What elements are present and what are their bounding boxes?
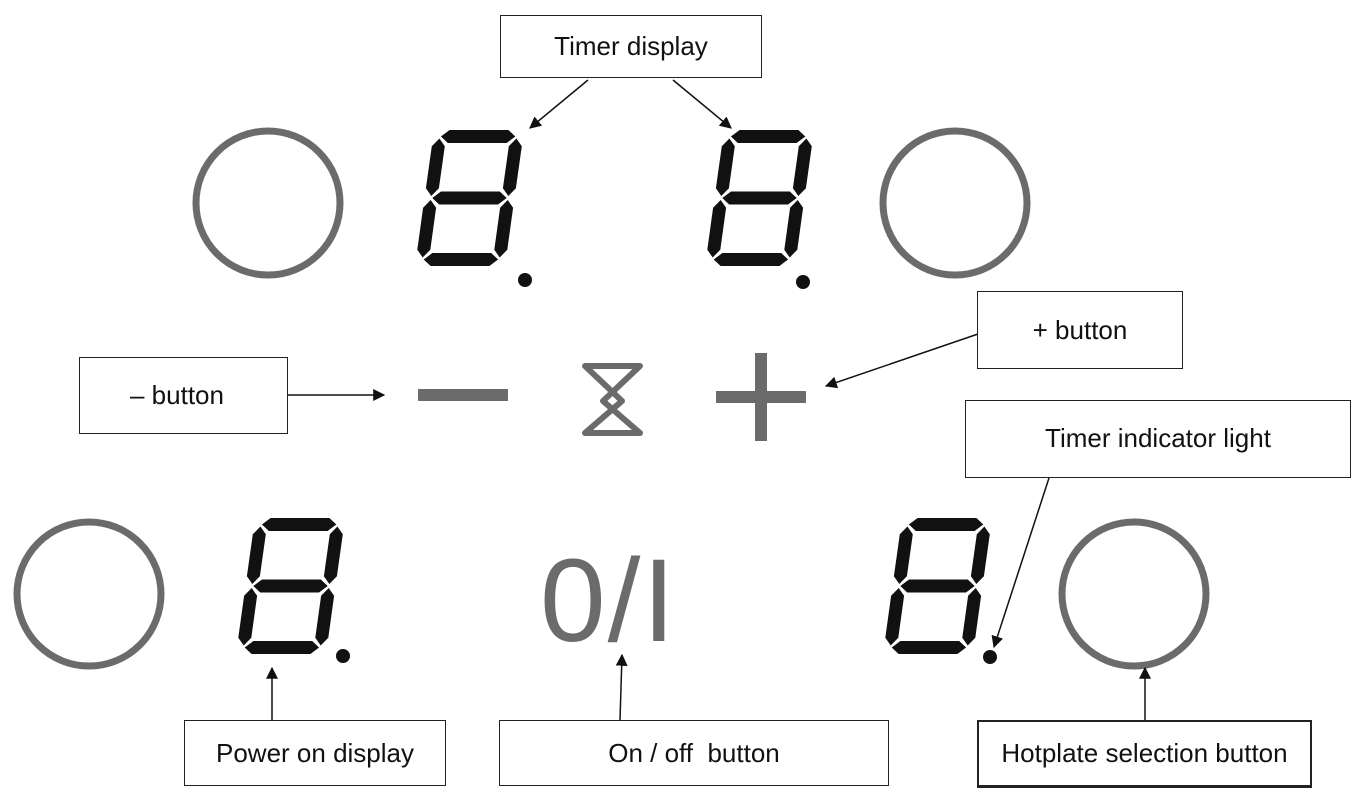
segment-g xyxy=(722,191,797,205)
segment-e xyxy=(885,588,905,646)
arrow-on-off-button xyxy=(615,653,628,721)
segment-b xyxy=(792,138,812,196)
segment-e xyxy=(707,200,727,258)
segment-d xyxy=(891,641,967,654)
segment-e xyxy=(238,588,258,646)
segment-b xyxy=(502,138,522,196)
minus-button[interactable] xyxy=(418,389,508,401)
timer-display-digit-left xyxy=(417,130,522,266)
arrow-timer-indicator-light xyxy=(991,477,1050,649)
segment-e xyxy=(417,200,437,258)
decimal-point-dot xyxy=(796,275,810,289)
segment-a xyxy=(261,518,337,531)
segment-g xyxy=(253,579,328,593)
callout-power-on-display: Power on display xyxy=(184,720,446,786)
segment-c xyxy=(962,588,982,646)
segment-d xyxy=(423,253,499,266)
power-on-display-digit-right xyxy=(885,518,990,654)
segment-g xyxy=(432,191,507,205)
timer-display-digit-right xyxy=(707,130,812,266)
segment-d xyxy=(244,641,320,654)
timer-indicator-light-dot xyxy=(983,650,997,664)
hotplate-selection-button-rear-right[interactable] xyxy=(879,127,1031,279)
decimal-point-dot xyxy=(336,649,350,663)
callout-on-off-button: On / off button xyxy=(499,720,889,786)
segment-b xyxy=(323,526,343,584)
arrow-timer-display-left xyxy=(529,79,589,129)
hotplate-selection-button-rear-left[interactable] xyxy=(192,127,344,279)
segment-f xyxy=(715,138,735,196)
callout-timer-display: Timer display xyxy=(500,15,762,78)
segment-f xyxy=(425,138,445,196)
segment-g xyxy=(900,579,975,593)
hotplate-selection-button-front-right[interactable] xyxy=(1058,518,1210,670)
segment-a xyxy=(908,518,984,531)
decimal-point-dot xyxy=(518,273,532,287)
segment-c xyxy=(494,200,514,258)
callout-plus-button: + button xyxy=(977,291,1183,369)
callout-hotplate-selection-button: Hotplate selection button xyxy=(977,720,1312,788)
segment-f xyxy=(246,526,266,584)
hotplate-selection-button-front-left[interactable] xyxy=(13,518,165,670)
segment-c xyxy=(315,588,335,646)
callout-timer-indicator-light: Timer indicator light xyxy=(965,400,1351,478)
segment-a xyxy=(730,130,806,143)
hourglass-icon[interactable] xyxy=(582,363,643,436)
segment-f xyxy=(893,526,913,584)
segment-a xyxy=(440,130,516,143)
segment-c xyxy=(784,200,804,258)
arrow-plus-button xyxy=(824,333,979,389)
power-on-display-digit-left xyxy=(238,518,343,654)
on-off-button[interactable]: 0/I xyxy=(540,535,678,667)
arrow-timer-display-right xyxy=(672,79,732,129)
segment-d xyxy=(713,253,789,266)
callout-minus-button: – button xyxy=(79,357,288,434)
plus-button[interactable] xyxy=(716,353,806,441)
segment-b xyxy=(970,526,990,584)
